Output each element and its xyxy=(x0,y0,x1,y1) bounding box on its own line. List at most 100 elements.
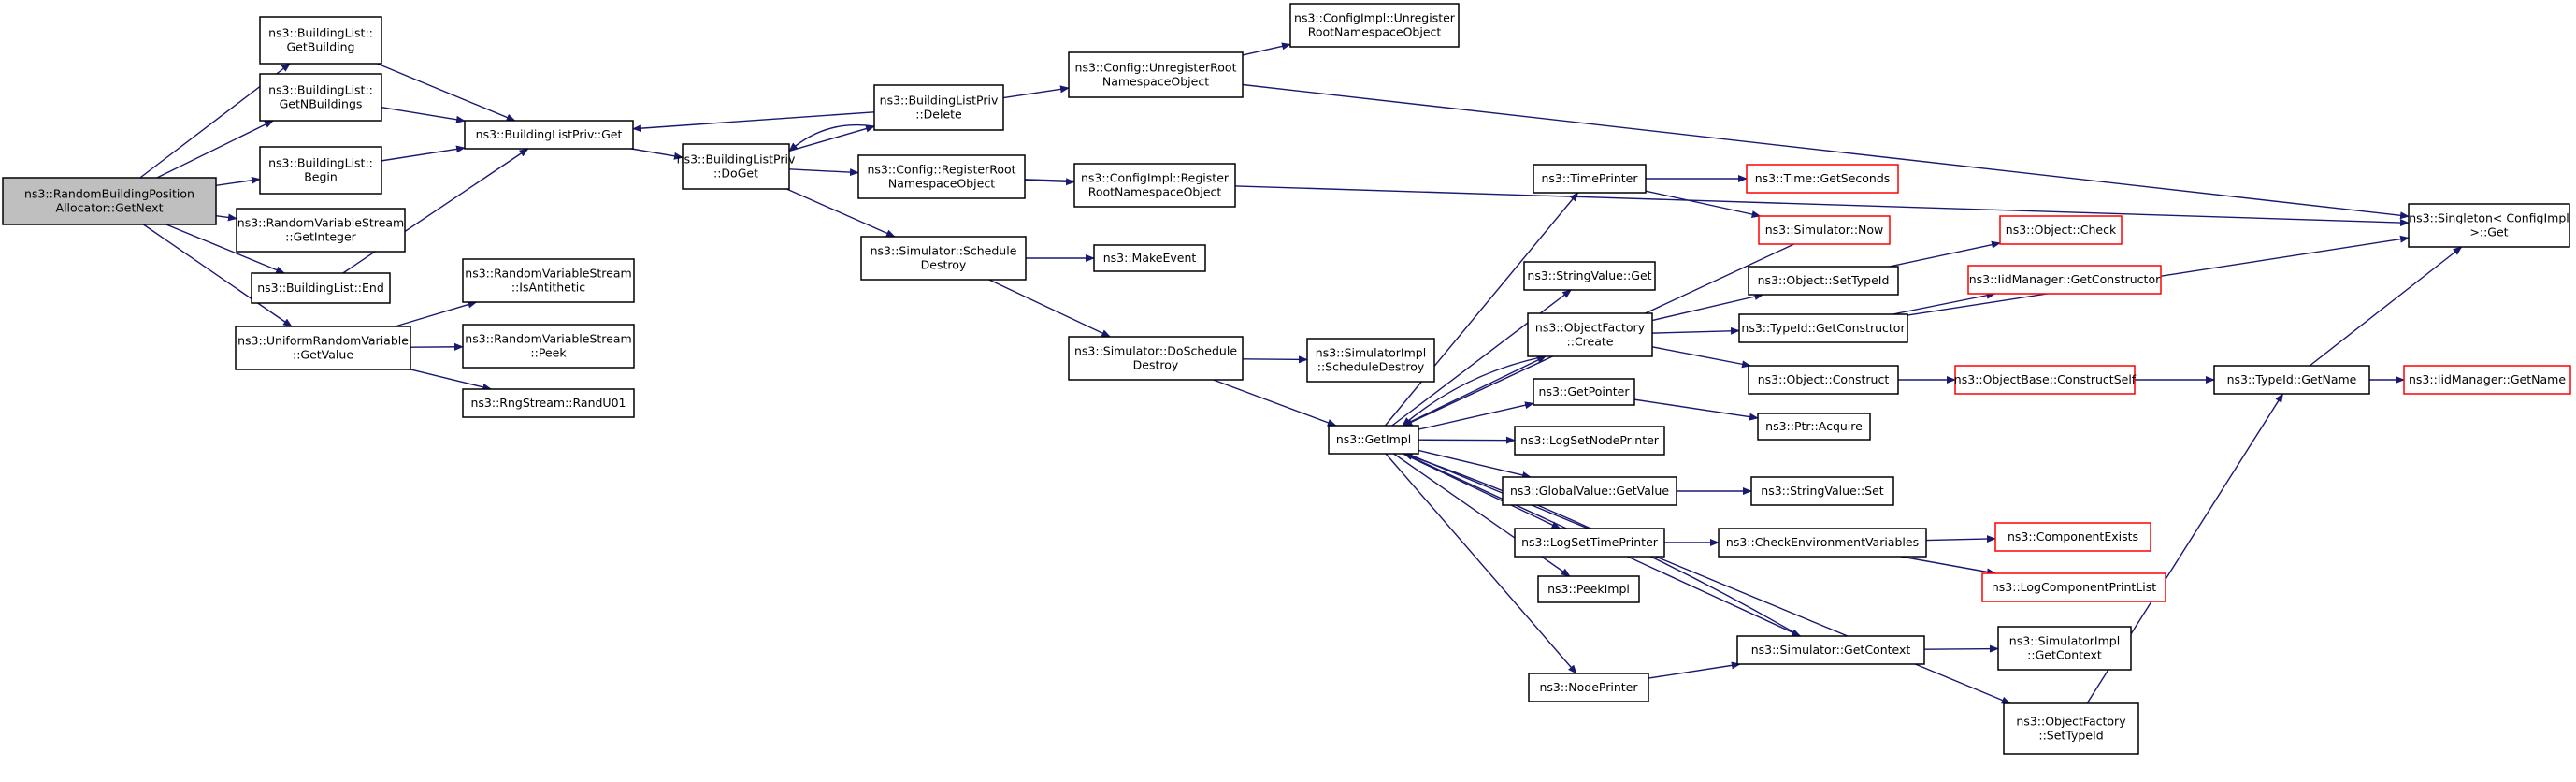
node-label-line: ns3::ConfigImpl::Unregister xyxy=(1294,11,1456,25)
node-box xyxy=(1514,426,1665,456)
node-timeprinter[interactable]: ns3::TimePrinter xyxy=(1533,164,1647,194)
node-getpointer[interactable]: ns3::GetPointer xyxy=(1533,378,1635,406)
node-globalvalue-getvalue[interactable]: ns3::GlobalValue::GetValue xyxy=(1502,476,1677,506)
node-label-line: ns3::BuildingList:: xyxy=(268,156,373,170)
call-edge-urv_getvalue-to-rvs_isantithetic xyxy=(395,300,478,327)
node-box xyxy=(682,143,790,190)
node-box xyxy=(462,324,635,369)
node-simimpl-scheduledestroy[interactable]: ns3::SimulatorImpl::ScheduleDestroy xyxy=(1306,338,1435,383)
node-box xyxy=(1750,476,1894,506)
node-time-getseconds[interactable]: ns3::Time::GetSeconds xyxy=(1746,164,1899,194)
node-cfgimpl-unregister[interactable]: ns3::ConfigImpl::UnregisterRootNamespace… xyxy=(1289,3,1460,48)
node-root[interactable]: ns3::RandomBuildingPositionAllocator::Ge… xyxy=(2,177,217,225)
node-label-line: ns3::Time::GetSeconds xyxy=(1755,171,1891,185)
node-box xyxy=(1748,266,1899,296)
node-blp-get[interactable]: ns3::BuildingListPriv::Get xyxy=(464,120,634,150)
node-box xyxy=(1289,3,1460,48)
call-edge-cfg_register-to-cfgimpl_register xyxy=(1024,178,1075,186)
node-label-line: ns3::TimePrinter xyxy=(1542,171,1639,185)
node-label-line: ns3::NodePrinter xyxy=(1539,680,1638,694)
call-edge-getimpl-to-globalvalue_getvalue xyxy=(1418,449,1532,479)
node-box xyxy=(462,388,635,418)
node-makeevent[interactable]: ns3::MakeEvent xyxy=(1093,244,1206,272)
call-edge-urv_getvalue-to-rng_randu01 xyxy=(410,369,493,391)
node-label-line: ns3::RandomBuildingPosition xyxy=(24,187,194,201)
node-singleton-get[interactable]: ns3::Singleton< ConfigImpl >::Get xyxy=(2408,203,2570,248)
call-edge-getimpl-to-objectfactory_create xyxy=(1402,355,1547,427)
node-bl-end[interactable]: ns3::BuildingList::End xyxy=(251,272,391,304)
node-urv-getvalue[interactable]: ns3::UniformRandomVariable::GetValue xyxy=(235,326,411,370)
node-cfgimpl-register[interactable]: ns3::ConfigImpl::RegisterRootNamespaceOb… xyxy=(1073,163,1236,208)
call-edge-bl_end-to-blp_get xyxy=(342,148,529,274)
node-box xyxy=(1757,413,1871,441)
node-object-check[interactable]: ns3::Object::Check xyxy=(1999,215,2123,245)
node-objectbase-constructself[interactable]: ns3::ObjectBase::ConstructSelf xyxy=(1954,365,2137,395)
node-box xyxy=(1738,313,1908,343)
call-edge-objectfactory_create-to-object_settypeid xyxy=(1651,293,1764,322)
node-label-line: ::Delete xyxy=(915,108,962,122)
node-peekimpl[interactable]: ns3::PeekImpl xyxy=(1537,575,1640,603)
node-sim-getcontext[interactable]: ns3::Simulator::GetContext xyxy=(1736,635,1925,665)
node-componentexists[interactable]: ns3::ComponentExists xyxy=(1994,522,2151,552)
node-blp-delete[interactable]: ns3::BuildingListPriv::Delete xyxy=(873,84,1004,131)
node-nodeprinter[interactable]: ns3::NodePrinter xyxy=(1528,673,1649,702)
node-label-line: ::Create xyxy=(1567,335,1614,349)
node-simimpl-getcontext[interactable]: ns3::SimulatorImpl::GetContext xyxy=(1997,626,2132,671)
call-edge-checkenvvars-to-componentexists xyxy=(1925,535,1996,543)
node-rvs-peek[interactable]: ns3::RandomVariableStream::Peek xyxy=(462,324,635,369)
node-objectfactory-create[interactable]: ns3::ObjectFactory::Create xyxy=(1527,312,1653,357)
node-stringvalue-get[interactable]: ns3::StringValue::Get xyxy=(1523,261,1656,291)
node-logcomponentprintlist[interactable]: ns3::LogComponentPrintList xyxy=(1981,572,2166,602)
node-label-line: ns3::RandomVariableStream xyxy=(465,332,631,346)
node-sim-now[interactable]: ns3::Simulator::Now xyxy=(1758,215,1891,245)
node-box xyxy=(2,177,217,225)
node-label-line: ns3::Singleton< ConfigImpl xyxy=(2409,211,2569,225)
node-objectfactory-settypeid[interactable]: ns3::ObjectFactory::SetTypeId xyxy=(2003,702,2139,755)
node-blp-doget[interactable]: ns3::BuildingListPriv::DoGet xyxy=(677,143,796,190)
node-rvs-getinteger[interactable]: ns3::RandomVariableStream::GetInteger xyxy=(236,208,406,253)
node-box xyxy=(2408,203,2570,248)
node-box xyxy=(259,146,382,195)
node-checkenvvars[interactable]: ns3::CheckEnvironmentVariables xyxy=(1718,528,1927,558)
node-label-line: ::Peek xyxy=(530,346,567,360)
node-label-line: ::GetInteger xyxy=(285,230,357,244)
node-label-line: ns3::GetPointer xyxy=(1539,384,1631,398)
node-bl-begin[interactable]: ns3::BuildingList::Begin xyxy=(259,146,382,195)
node-label-line: ns3::Simulator::GetContext xyxy=(1751,643,1911,657)
node-box xyxy=(1527,312,1653,357)
call-edge-getimpl-to-peekimpl xyxy=(1393,453,1571,577)
node-ptr-acquire[interactable]: ns3::Ptr::Acquire xyxy=(1757,413,1871,441)
node-box xyxy=(860,236,1027,281)
node-label-line: Begin xyxy=(304,170,338,184)
node-iidmanager-getconstructor[interactable]: ns3::IidManager::GetConstructor xyxy=(1967,265,2162,295)
node-bl-getnbuildings[interactable]: ns3::BuildingList::GetNBuildings xyxy=(259,73,382,122)
node-logsettimeprinter[interactable]: ns3::LogSetTimePrinter xyxy=(1514,528,1665,558)
node-box xyxy=(251,272,391,304)
node-label-line: ns3::Object::SetTypeId xyxy=(1758,273,1890,287)
node-label-line: ns3::BuildingListPriv::Get xyxy=(476,127,623,141)
node-label-line: ns3::Object::Check xyxy=(2006,223,2117,237)
node-rng-randu01[interactable]: ns3::RngStream::RandU01 xyxy=(462,388,635,418)
node-bl-getbuilding[interactable]: ns3::BuildingList::GetBuilding xyxy=(259,16,382,65)
node-box xyxy=(1514,528,1665,558)
node-box xyxy=(1528,673,1649,702)
node-typeid-getconstructor[interactable]: ns3::TypeId::GetConstructor xyxy=(1738,313,1908,343)
node-getimpl[interactable]: ns3::GetImpl xyxy=(1328,425,1419,455)
call-edge-objectfactory_create-to-typeid_getconstructor xyxy=(1651,326,1740,335)
node-logsetnodeprinter[interactable]: ns3::LogSetNodePrinter xyxy=(1514,426,1665,456)
node-object-construct[interactable]: ns3::Object::Construct xyxy=(1748,365,1899,395)
call-edge-bl_getnbuildings-to-blp_get xyxy=(381,106,466,123)
node-label-line: ns3::TypeId::GetName xyxy=(2227,372,2357,386)
node-sim-scheduledestroy[interactable]: ns3::Simulator::ScheduleDestroy xyxy=(860,236,1027,281)
node-box xyxy=(2213,365,2370,395)
node-object-settypeid[interactable]: ns3::Object::SetTypeId xyxy=(1748,266,1899,296)
node-iidmanager-getname[interactable]: ns3::IidManager::GetName xyxy=(2403,365,2571,395)
node-stringvalue-set[interactable]: ns3::StringValue::Set xyxy=(1750,476,1894,506)
node-typeid-getname[interactable]: ns3::TypeId::GetName xyxy=(2213,365,2370,395)
node-box xyxy=(1994,522,2151,552)
node-cfg-unregister[interactable]: ns3::Config::UnregisterRootNamespaceObje… xyxy=(1068,51,1244,98)
node-rvs-isantithetic[interactable]: ns3::RandomVariableStream::IsAntithetic xyxy=(462,258,635,303)
node-box xyxy=(1758,215,1891,245)
